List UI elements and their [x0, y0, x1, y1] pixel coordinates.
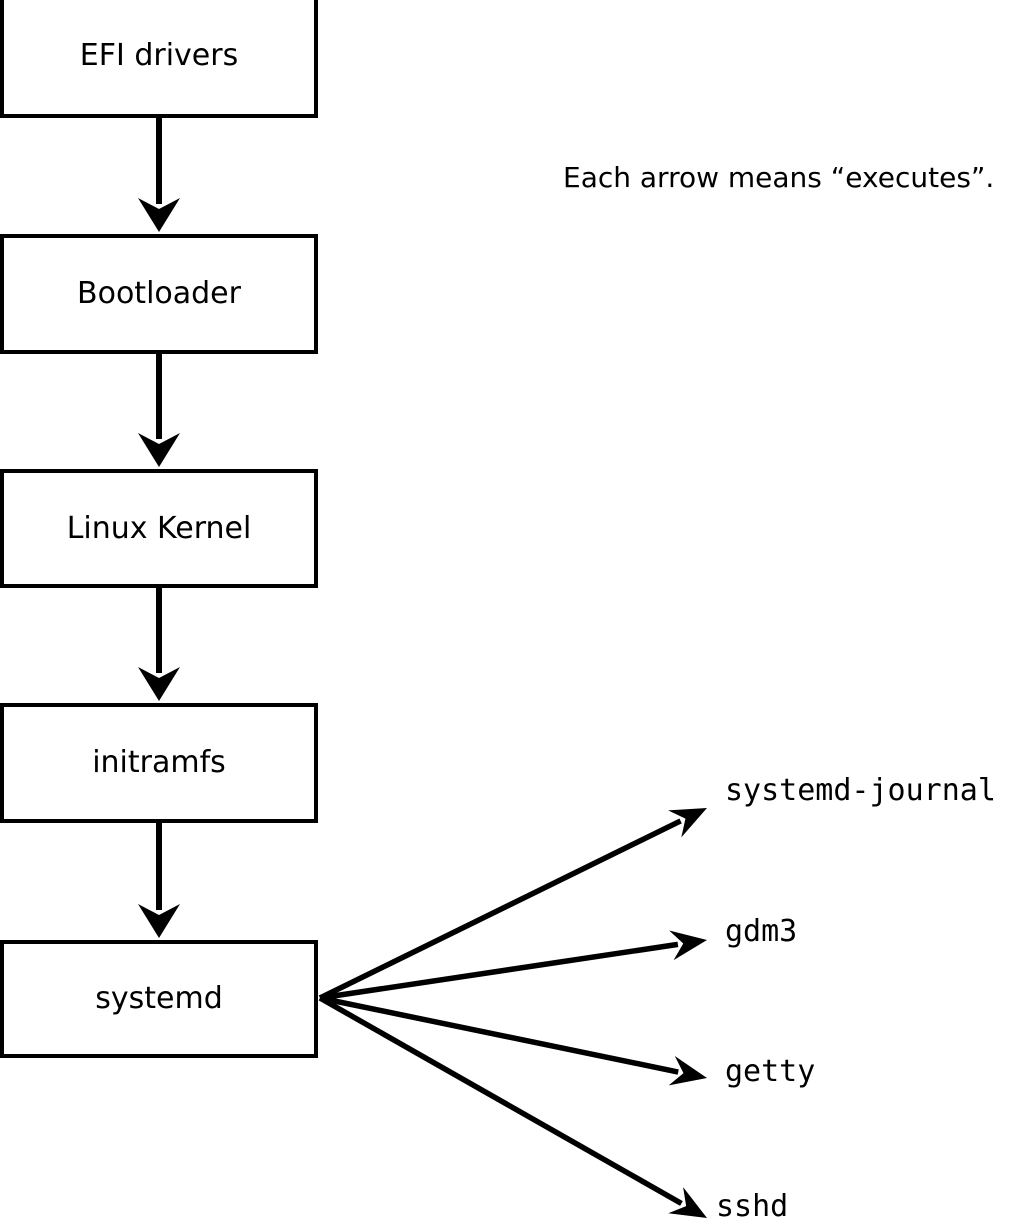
- fanout-arrow-2-head: [668, 1056, 707, 1086]
- stage-box-bootloader[interactable]: Bootloader: [0, 234, 318, 354]
- fanout-arrow-0-shaft: [318, 818, 682, 1001]
- stage-label: initramfs: [92, 745, 226, 780]
- fanout-arrow-1-shaft: [319, 941, 679, 1001]
- stage-label: systemd: [95, 981, 223, 1016]
- chain-arrow-1-head: [138, 433, 180, 467]
- fanout-arrow-0-head: [668, 808, 707, 838]
- chain-arrow-0-head: [138, 198, 180, 232]
- fanout-arrow-2-shaft: [319, 995, 679, 1075]
- service-label-systemd-journal[interactable]: systemd-journal: [725, 773, 996, 808]
- stage-box-initramfs[interactable]: initramfs: [0, 703, 318, 823]
- fanout-arrow-3-head: [668, 1187, 707, 1218]
- stage-label: Bootloader: [77, 276, 241, 311]
- fanout-arrow-1-head: [669, 930, 707, 961]
- fanout-arrow-3-shaft: [318, 995, 683, 1206]
- stage-box-efi-drivers[interactable]: EFI drivers: [0, 0, 318, 118]
- stage-label: Linux Kernel: [66, 510, 252, 546]
- stage-box-linux-kernel[interactable]: Linux Kernel: [0, 469, 318, 588]
- service-label-sshd[interactable]: sshd: [716, 1189, 789, 1224]
- stage-box-systemd[interactable]: systemd: [0, 940, 318, 1058]
- stage-label: EFI drivers: [79, 38, 239, 73]
- legend-note: Each arrow means “executes”.: [563, 161, 995, 194]
- service-label-gdm3[interactable]: gdm3: [725, 914, 798, 949]
- chain-arrow-2-head: [138, 667, 180, 701]
- chain-arrow-3-head: [138, 904, 180, 938]
- service-label-getty[interactable]: getty: [725, 1054, 816, 1089]
